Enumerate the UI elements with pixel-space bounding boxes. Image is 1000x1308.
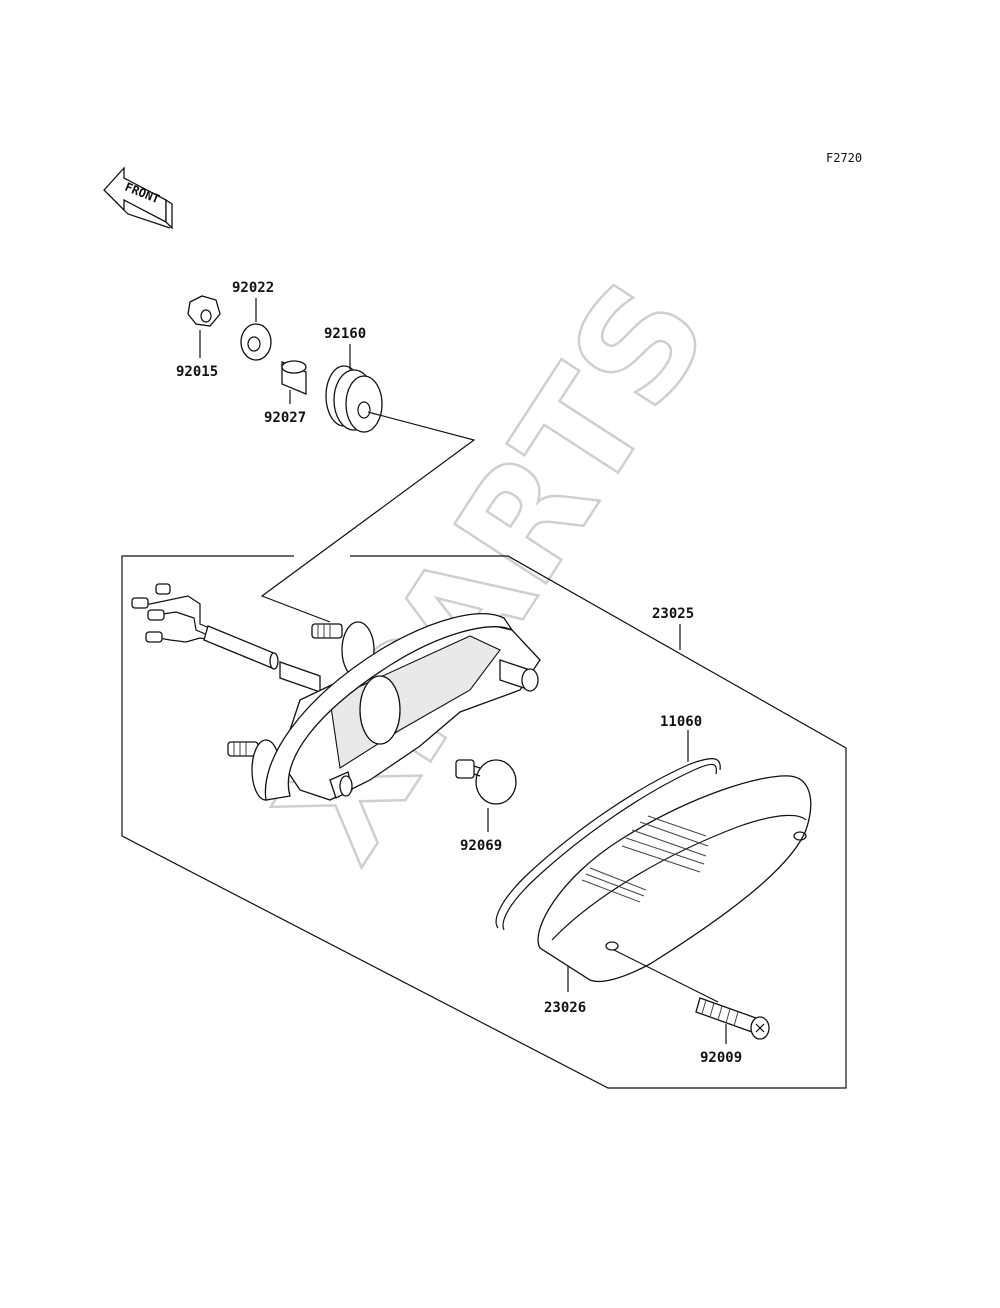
grommet-92160[interactable]: [325, 344, 383, 433]
lens-hatch-upper: [621, 815, 709, 873]
part-label-92009: 92009: [700, 1050, 742, 1066]
figure-code: F2720: [826, 151, 862, 165]
assembly-outline: [121, 555, 847, 1089]
screw-92009[interactable]: [695, 997, 770, 1044]
leader-screw: [613, 949, 719, 1003]
part-label-23026: 23026: [544, 1000, 586, 1016]
gasket-11060[interactable]: [495, 730, 721, 931]
collar-92027[interactable]: [281, 360, 307, 404]
part-label-92160: 92160: [324, 326, 366, 342]
part-label-92027: 92027: [264, 410, 306, 426]
front-arrow-icon: FRONT: [103, 166, 173, 230]
nut-92015[interactable]: [187, 295, 221, 358]
leader-grommet: [260, 411, 476, 623]
bulb-92069[interactable]: [455, 759, 517, 832]
washer-92022[interactable]: [240, 298, 272, 361]
part-label-92015: 92015: [176, 364, 218, 380]
part-label-11060: 11060: [660, 714, 702, 730]
part-label-92022: 92022: [232, 280, 274, 296]
part-label-23025: 23025: [652, 606, 694, 622]
lens-hatch-lower: [581, 867, 647, 903]
part-label-92069: 92069: [460, 838, 502, 854]
lens-23026[interactable]: [537, 775, 812, 992]
tail-lamp-housing[interactable]: [131, 583, 541, 801]
